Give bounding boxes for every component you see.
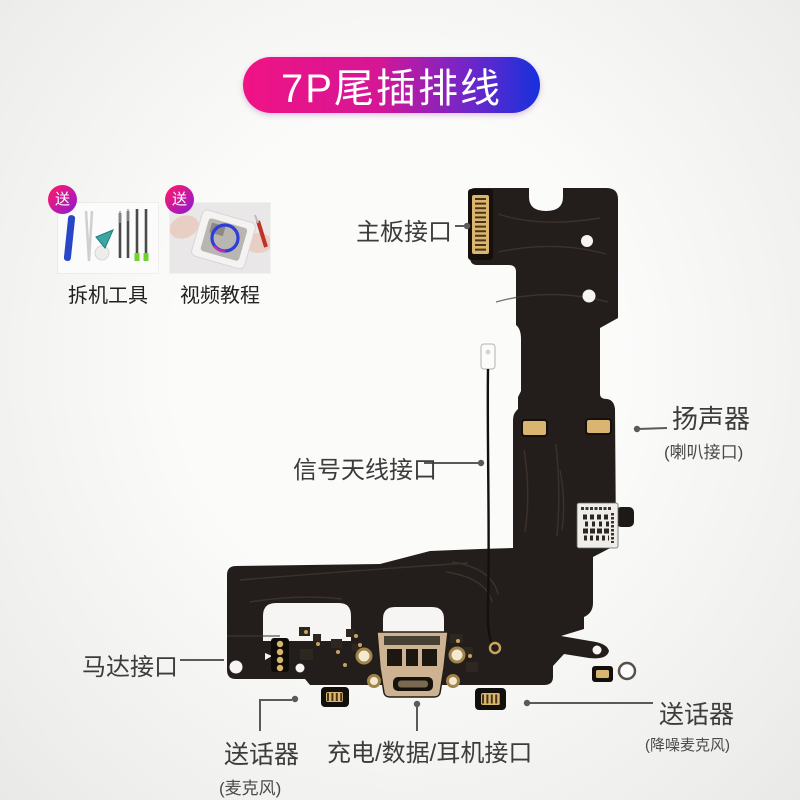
callout-antenna: 信号天线接口 bbox=[293, 450, 437, 485]
flex-mark bbox=[265, 653, 272, 660]
leader-line-speaker bbox=[637, 427, 668, 430]
freebie-caption-tools: 拆机工具 bbox=[68, 285, 148, 307]
callout-speaker-sub: (喇叭接口) bbox=[664, 443, 744, 462]
microphone-left bbox=[321, 687, 349, 707]
callout-mic-left-label: 送话器 bbox=[224, 741, 300, 769]
flex-arch-cutout bbox=[263, 603, 351, 641]
tools-illustration bbox=[58, 203, 158, 273]
flex-hole bbox=[582, 289, 596, 303]
leader-dots bbox=[291, 222, 641, 708]
callout-mic-right-label: 送话器 bbox=[659, 701, 735, 729]
microphone-center bbox=[475, 688, 506, 710]
video-illustration bbox=[170, 203, 270, 273]
gift-badge-label: 送 bbox=[54, 191, 70, 208]
callout-motherboard-label: 主板接口 bbox=[356, 219, 452, 246]
flex-hole bbox=[295, 663, 305, 673]
tools-photo bbox=[58, 203, 158, 273]
callout-charging-label: 充电/数据/耳机接口 bbox=[327, 740, 533, 767]
callout-mic-left: 送话器 (麦克风) bbox=[219, 735, 300, 799]
flex-traces bbox=[227, 213, 609, 637]
callout-speaker-label: 扬声器 bbox=[672, 404, 751, 434]
microphone-right bbox=[592, 645, 637, 682]
flex-body bbox=[227, 188, 618, 685]
title-banner: 7P尾插排线 bbox=[243, 57, 540, 113]
callout-motor: 马达接口 bbox=[82, 647, 178, 682]
gift-badge-label: 送 bbox=[171, 191, 187, 208]
callout-motor-label: 马达接口 bbox=[82, 654, 178, 681]
motherboard-connector bbox=[468, 189, 493, 260]
callout-motherboard: 主板接口 bbox=[356, 212, 452, 247]
callout-antenna-label: 信号天线接口 bbox=[293, 457, 437, 484]
motor-contacts bbox=[271, 638, 289, 672]
callout-mic-right-sub: (降噪麦克风) bbox=[645, 737, 730, 754]
video-photo bbox=[170, 203, 270, 273]
flex-hole bbox=[229, 660, 243, 674]
callout-speaker: 扬声器 (喇叭接口) bbox=[664, 399, 751, 463]
flex-hole bbox=[581, 235, 593, 247]
gift-badge: 送 bbox=[165, 185, 194, 214]
gold-flecks bbox=[304, 630, 472, 667]
screw-rings bbox=[355, 646, 466, 688]
speaker-contact-pads bbox=[521, 418, 612, 437]
callout-charging: 充电/数据/耳机接口 bbox=[327, 733, 532, 768]
page-title: 7P尾插排线 bbox=[281, 67, 502, 111]
freebie-caption-video: 视频教程 bbox=[180, 285, 260, 307]
callout-mic-left-sub: (麦克风) bbox=[219, 779, 282, 798]
charging-port bbox=[376, 631, 449, 698]
leader-line-mic-left bbox=[259, 699, 292, 731]
gift-badge: 送 bbox=[48, 185, 77, 214]
qr-sticker bbox=[576, 502, 634, 549]
leader-lines bbox=[180, 225, 668, 731]
callout-mic-right: 送话器 (降噪麦克风) bbox=[645, 695, 735, 755]
antenna-cable bbox=[480, 343, 502, 655]
